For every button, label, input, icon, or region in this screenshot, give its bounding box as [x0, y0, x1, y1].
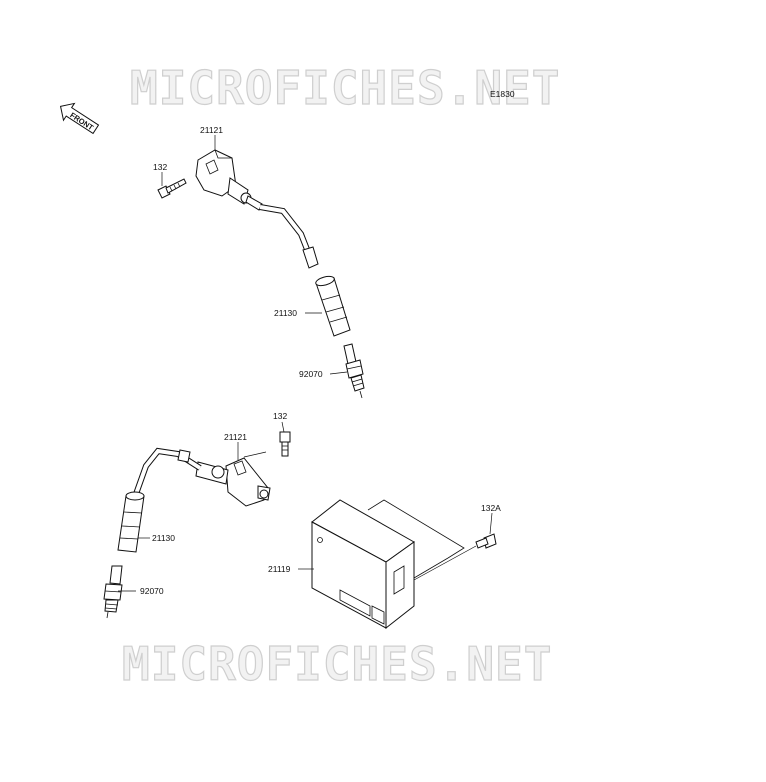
spark-plug-lower — [103, 565, 123, 619]
callout-ecu: 21119 — [268, 564, 291, 574]
bolt-lower — [279, 431, 291, 457]
callout-coil-lower: 21121 — [224, 432, 247, 442]
callout-bolt-upper: 132 — [153, 162, 167, 172]
callout-bolt-ecu: 132A — [481, 503, 501, 513]
callout-coil-upper: 21121 — [200, 125, 223, 135]
ignition-coil-upper — [195, 149, 263, 211]
callout-bolt-lower: 132 — [273, 411, 287, 421]
callout-plug-upper: 92070 — [299, 369, 323, 379]
spark-plug-upper — [343, 343, 365, 399]
bolt-upper — [157, 178, 187, 199]
callout-cap-upper: 21130 — [274, 308, 297, 318]
plug-cap-lower — [117, 491, 145, 553]
watermark-top: MICROFICHES.NET — [130, 61, 560, 115]
front-arrow-icon: FRONT — [59, 102, 100, 135]
high-tension-lead-upper — [259, 204, 319, 269]
callout-cap-lower: 21130 — [152, 533, 175, 543]
diagram-code: E1830 — [490, 89, 515, 99]
plug-cap-upper — [315, 275, 351, 337]
high-tension-lead-lower — [133, 447, 202, 496]
watermark-bottom: MICROFICHES.NET — [122, 637, 552, 691]
ecu-unit — [311, 499, 465, 630]
ignition-coil-lower — [195, 457, 271, 507]
leader-lines — [118, 135, 493, 592]
callout-plug-lower: 92070 — [140, 586, 164, 596]
bolt-ecu — [475, 533, 497, 549]
